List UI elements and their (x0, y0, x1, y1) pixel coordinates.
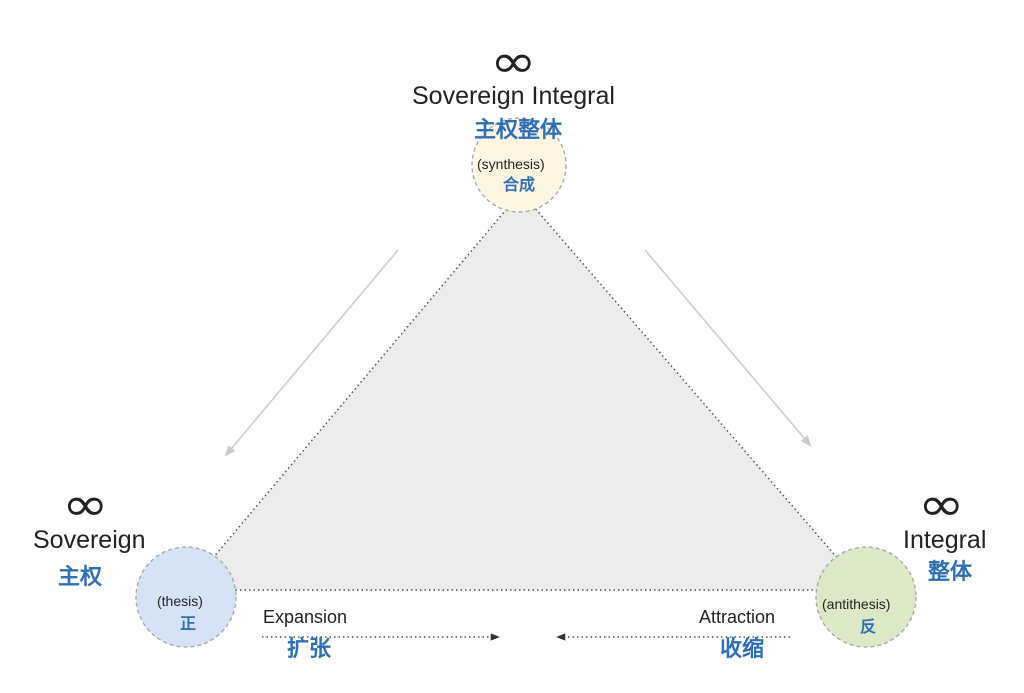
antithesis-node (815, 546, 917, 648)
thesis-label-zh: 正 (180, 616, 197, 633)
right-side-arrow (644, 249, 812, 447)
attraction-label: Attraction (699, 607, 776, 627)
right-node-title: Integral (903, 526, 987, 554)
synthesis-label: (synthesis) (477, 156, 545, 172)
synthesis-label-zh: 合成 (503, 177, 536, 194)
attraction-label-zh: 收缩 (720, 636, 765, 661)
right-node-title-zh: 整体 (928, 559, 973, 584)
thesis-label: (thesis) (157, 593, 203, 609)
top-node-title-zh: 主权整体 (474, 117, 563, 142)
left-infinity-icon: ∞ (62, 477, 109, 532)
expansion-label: Expansion (263, 607, 348, 627)
top-node-title: Sovereign Integral (412, 82, 615, 110)
synthesis-node (471, 117, 567, 213)
triangle-area (186, 192, 865, 590)
thesis-node (135, 546, 237, 648)
antithesis-label: (antithesis) (822, 596, 891, 612)
expansion-label-zh: 扩张 (287, 636, 332, 661)
left-node-title-zh: 主权 (58, 564, 103, 589)
left-edge-dotted (185, 191, 522, 591)
left-node-title: Sovereign (33, 526, 146, 554)
right-infinity-icon: ∞ (918, 477, 965, 532)
antithesis-label-zh: 反 (860, 619, 877, 636)
left-side-arrow (224, 249, 399, 457)
top-infinity-icon: ∞ (490, 34, 537, 89)
